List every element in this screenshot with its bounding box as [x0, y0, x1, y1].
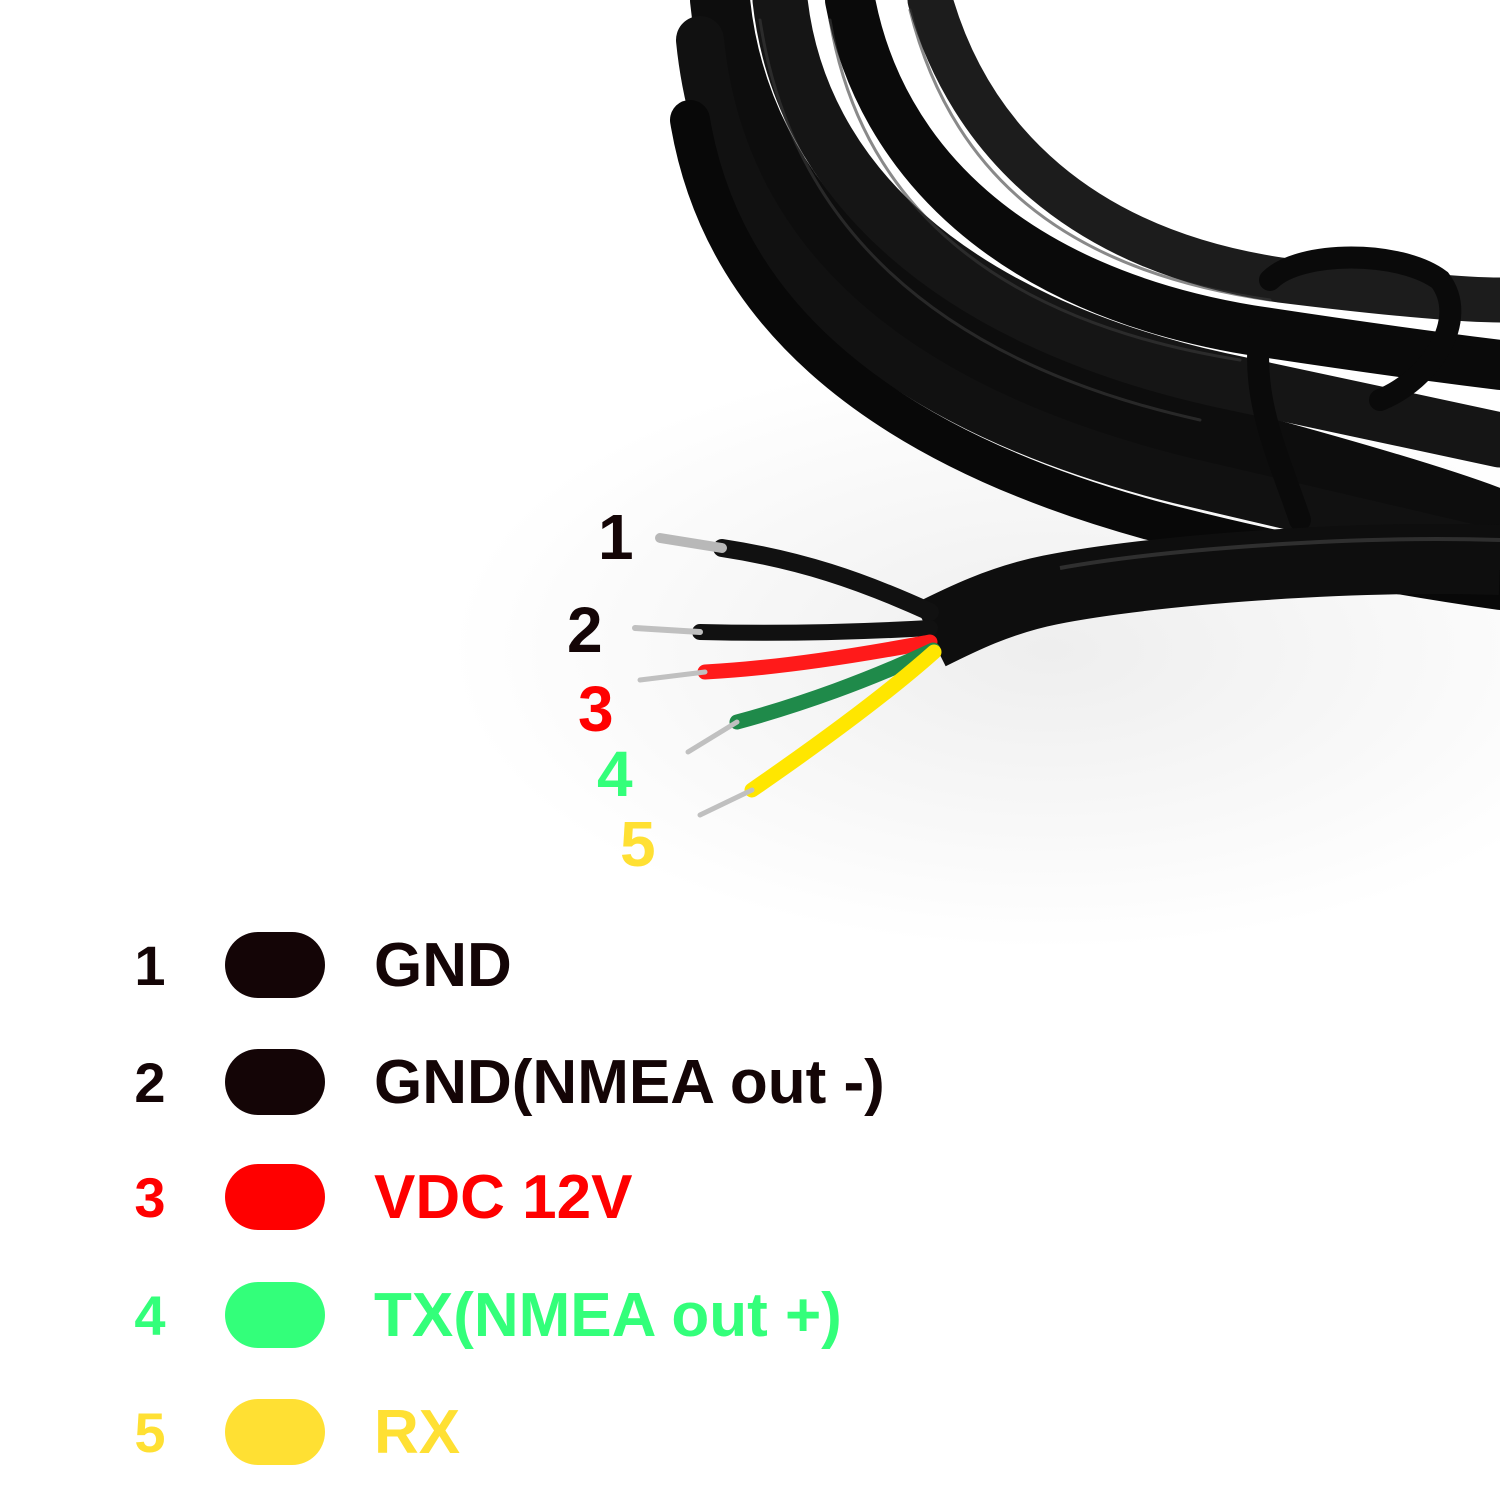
main-cable: [914, 524, 1500, 667]
wire-3: [697, 634, 938, 680]
wire-3-conductor: [637, 669, 708, 683]
legend-row-5: 5 RX: [125, 1392, 460, 1472]
legend-number: 3: [134, 1165, 166, 1229]
legend-row-1: 1 GND: [125, 925, 512, 1005]
legend-number: 5: [134, 1400, 166, 1464]
legend-row-3: 3 VDC 12V: [125, 1157, 632, 1237]
color-swatch: [225, 1399, 325, 1465]
wire-5: [744, 644, 942, 798]
color-swatch: [225, 1164, 325, 1230]
legend-number: 1: [134, 933, 166, 997]
color-swatch: [225, 1282, 325, 1348]
wire-label-5: 5: [620, 808, 656, 880]
legend-label: TX(NMEA out +): [374, 1280, 842, 1350]
legend-label: VDC 12V: [374, 1162, 633, 1232]
cable-tie: [1247, 246, 1462, 531]
legend-number: 2: [134, 1050, 166, 1114]
legend-label: RX: [374, 1397, 461, 1467]
wire-2: [692, 620, 938, 641]
wire-2-conductor: [632, 625, 703, 635]
legend-number: 4: [134, 1283, 166, 1347]
wire-label-1: 1: [598, 501, 634, 573]
color-swatch: [225, 1049, 325, 1115]
cable-highlight: [1059, 537, 1500, 570]
wire-label-3: 3: [578, 673, 614, 745]
wires: [632, 533, 942, 818]
wire-4: [729, 642, 941, 730]
wire-label-4: 4: [597, 738, 633, 810]
legend-label: GND(NMEA out -): [374, 1047, 885, 1117]
wire-4-conductor: [685, 719, 740, 755]
legend-row-4: 4 TX(NMEA out +): [125, 1275, 842, 1355]
wire-label-2: 2: [567, 594, 603, 666]
legend-label: GND: [374, 930, 512, 1000]
color-swatch: [225, 932, 325, 998]
wire-5-conductor: [697, 787, 755, 818]
legend-row-2: 2 GND(NMEA out -): [125, 1042, 885, 1122]
wire-1: [713, 539, 939, 621]
wire-1-conductor: [655, 533, 727, 553]
